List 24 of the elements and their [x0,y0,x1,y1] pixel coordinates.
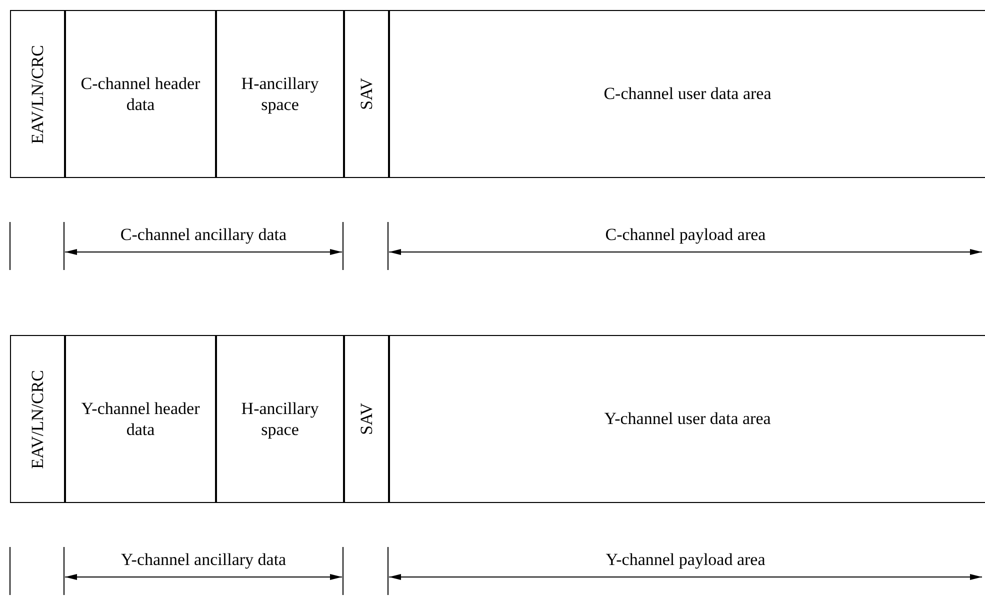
dimension-label: C-channel payload area [605,224,766,246]
cell-text: SAV [356,78,377,110]
dimension-label: Y-channel ancillary data [120,549,286,570]
cell-text: EAV/LN/CRC [26,44,48,144]
field-cell [343,10,388,178]
field-cell [215,335,343,503]
cell-text: C-channel user data area [604,83,772,105]
cell-text: H-ancillary space [240,398,320,440]
cell-text: C-channel header data [80,72,202,116]
cell-text: Y-channel user data area [604,408,771,430]
cell-text: H-ancillary space [240,72,320,116]
field-cell [215,10,343,178]
dimension-label: C-channel ancillary data [120,224,287,246]
dimension-label: Y-channel payload area [606,549,766,570]
cell-text: Y-channel header data [80,398,201,440]
field-cell [10,10,64,178]
cell-text: EAV/LN/CRC [26,370,48,468]
field-cell [388,335,985,503]
cell-text: SAV [356,403,377,435]
field-cell [64,10,215,178]
field-cell [64,335,215,503]
field-cell [10,335,64,503]
field-cell [388,10,985,178]
field-cell [343,335,388,503]
